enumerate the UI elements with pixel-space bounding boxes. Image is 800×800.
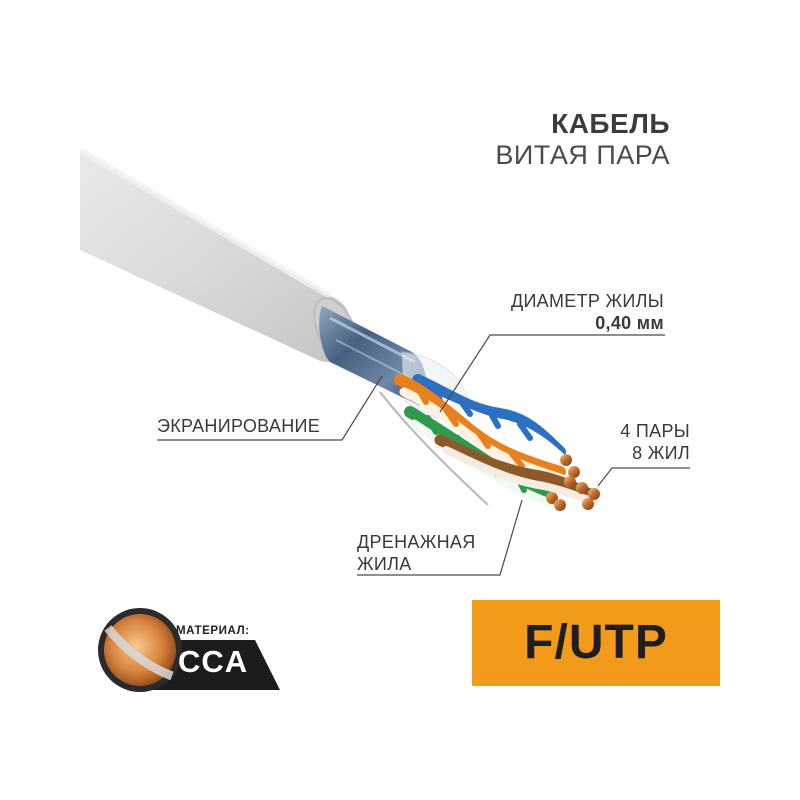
material-label: МАТЕРИАЛ: <box>176 625 250 637</box>
twisted-pairs <box>394 374 598 509</box>
material-value: CCA <box>178 644 249 679</box>
cable-type-badge: F/UTP <box>472 600 720 686</box>
cable-type-label: F/UTP <box>524 616 668 669</box>
product-title: КАБЕЛЬ <box>551 108 670 139</box>
diameter-label: ДИАМЕТР ЖИЛЫ <box>510 291 664 311</box>
material-badge <box>98 608 280 692</box>
drain-wire-label-line2: ЖИЛА <box>357 554 412 574</box>
product-subtitle: ВИТАЯ ПАРА <box>495 140 670 170</box>
diameter-value: 0,40 мм <box>595 313 664 333</box>
shielding-label: ЭКРАНИРОВАНИЕ <box>157 416 321 436</box>
callout-lines <box>157 334 690 576</box>
pairs-label: 4 ПАРЫ <box>620 421 690 441</box>
conductor-tips <box>546 454 600 511</box>
drain-wire <box>379 391 489 506</box>
wires-label: 8 ЖИЛ <box>632 443 690 463</box>
drain-wire-label: ДРЕНАЖНАЯ <box>357 532 476 552</box>
